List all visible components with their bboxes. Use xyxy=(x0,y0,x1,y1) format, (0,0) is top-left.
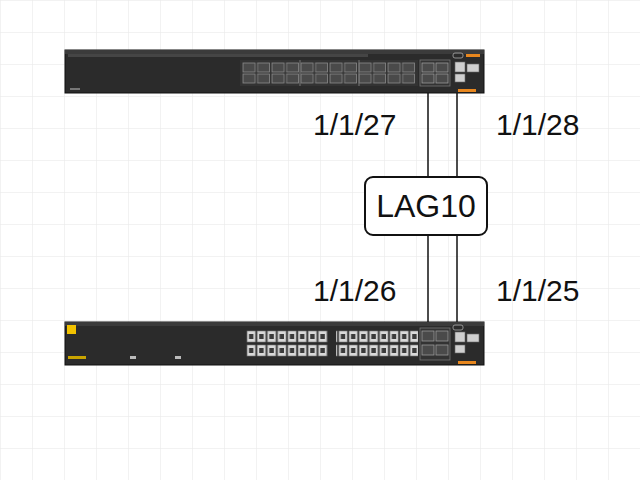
port-label: 1/1/26 xyxy=(313,276,396,306)
top-switch xyxy=(65,50,484,93)
port-label: 1/1/27 xyxy=(313,110,396,140)
lag-name: LAG10 xyxy=(376,190,476,222)
port-label: 1/1/28 xyxy=(496,110,579,140)
port-label: 1/1/25 xyxy=(496,276,579,306)
bottom-switch xyxy=(65,322,484,365)
lag-box: LAG10 xyxy=(364,176,488,236)
